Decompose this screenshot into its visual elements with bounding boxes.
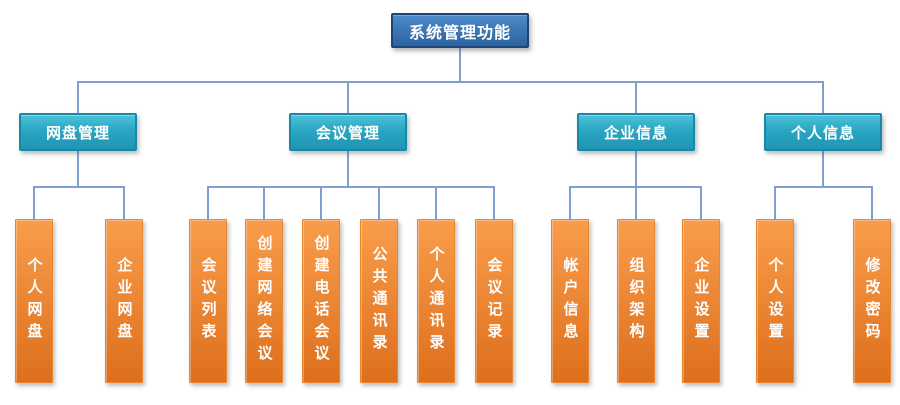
connector-line bbox=[435, 186, 437, 219]
group-node-enterprise: 企业信息 bbox=[577, 113, 695, 151]
connector-line bbox=[822, 81, 824, 113]
connector-line bbox=[569, 186, 571, 219]
root-node: 系统管理功能 bbox=[391, 13, 529, 48]
connector-line bbox=[774, 186, 776, 219]
group-node-personal: 个人信息 bbox=[764, 113, 882, 151]
connector-line bbox=[493, 186, 495, 219]
group-node-netdisk: 网盘管理 bbox=[19, 113, 137, 151]
connector-line bbox=[263, 186, 265, 219]
connector-line bbox=[635, 186, 637, 219]
connector-line bbox=[635, 81, 637, 113]
connector-line bbox=[378, 186, 380, 219]
connector-line bbox=[207, 186, 495, 188]
leaf-node: 个人通讯录 bbox=[417, 219, 455, 383]
connector-line bbox=[459, 48, 461, 82]
connector-line bbox=[33, 186, 125, 188]
connector-line bbox=[77, 81, 824, 83]
connector-line bbox=[347, 81, 349, 113]
leaf-node: 组织架构 bbox=[617, 219, 655, 383]
connector-line bbox=[33, 186, 35, 219]
connector-line bbox=[774, 186, 873, 188]
connector-line bbox=[700, 186, 702, 219]
connector-line bbox=[320, 186, 322, 219]
leaf-node: 企业设置 bbox=[682, 219, 720, 383]
group-node-meeting: 会议管理 bbox=[289, 113, 407, 151]
leaf-node: 企业网盘 bbox=[105, 219, 143, 383]
connector-line bbox=[207, 186, 209, 219]
connector-line bbox=[77, 151, 79, 187]
leaf-node: 会议记录 bbox=[475, 219, 513, 383]
connector-line bbox=[822, 151, 824, 187]
leaf-node: 修改密码 bbox=[853, 219, 891, 383]
connector-line bbox=[635, 151, 637, 187]
connector-line bbox=[77, 81, 79, 113]
leaf-node: 公共通讯录 bbox=[360, 219, 398, 383]
leaf-node: 个人设置 bbox=[756, 219, 794, 383]
connector-line bbox=[123, 186, 125, 219]
leaf-node: 帐户信息 bbox=[551, 219, 589, 383]
connector-line bbox=[871, 186, 873, 219]
leaf-node: 个人网盘 bbox=[15, 219, 53, 383]
leaf-node: 会议列表 bbox=[189, 219, 227, 383]
leaf-node: 创建网络会议 bbox=[245, 219, 283, 383]
leaf-node: 创建电话会议 bbox=[302, 219, 340, 383]
connector-line bbox=[347, 151, 349, 187]
